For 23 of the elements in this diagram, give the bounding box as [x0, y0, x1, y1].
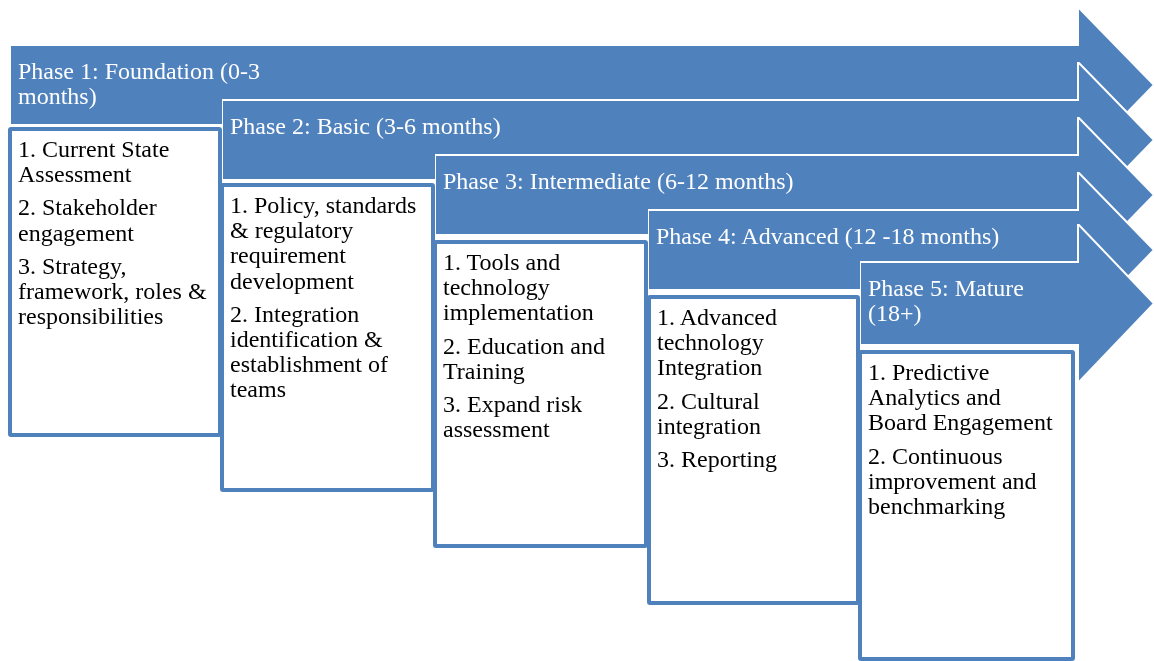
task-item: 1. Policy, standards & regulatory requirement development — [230, 193, 418, 294]
task-item: 1. Advanced technology Integration — [657, 305, 778, 381]
task-item: 1. Predictive Analytics and Board Engagement — [868, 360, 1054, 436]
task-panel — [858, 350, 1075, 661]
task-item: 1. Current State Assessment — [18, 137, 171, 188]
task-panel — [647, 295, 860, 605]
phase-title: Phase 3: Intermediate (6-12 months) — [443, 169, 794, 195]
phase-title: Phase 1: Foundation (0-3 months) — [18, 59, 261, 110]
task-item: 3. Strategy, framework, roles & responsibilities — [18, 253, 208, 330]
task-item: 1. Tools and technology implementation — [443, 250, 595, 326]
phase-title: Phase 4: Advanced (12 -18 months) — [656, 224, 1000, 250]
task-item: 2. Integration identification & establishment of teams — [230, 301, 389, 403]
task-item: 2. Cultural integration — [657, 388, 762, 439]
phase-title: Phase 2: Basic (3-6 months) — [230, 114, 501, 140]
task-item: 2. Stakeholder engagement — [18, 195, 158, 246]
task-panel — [433, 240, 648, 548]
task-item: 2. Continuous improvement and benchmarking — [868, 443, 1038, 520]
task-panel — [8, 127, 222, 437]
task-item: 3. Reporting — [657, 446, 778, 473]
task-item: 2. Education and Training — [443, 333, 606, 384]
task-item: 3. Expand risk assessment — [443, 391, 584, 443]
phase-title: Phase 5: Mature (18+) — [868, 276, 1025, 327]
task-panel — [220, 183, 435, 492]
